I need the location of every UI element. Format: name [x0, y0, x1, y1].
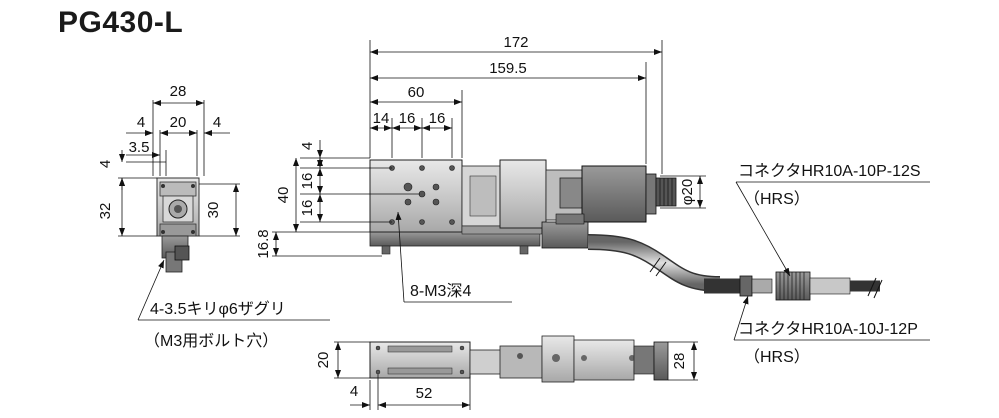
dim-bottom-28: 28	[671, 353, 688, 370]
dim-side-20: 20	[170, 114, 187, 131]
dim-total-length: 172	[503, 34, 528, 51]
dim-side-4-right: 4	[213, 114, 221, 131]
note-connector-bottom-maker: （HRS）	[744, 348, 810, 366]
dim-side-32: 32	[97, 203, 114, 220]
dim-bottom-20: 20	[315, 352, 332, 369]
dim-connector-diameter: φ20	[679, 179, 696, 205]
dim-length-159: 159.5	[489, 60, 527, 77]
front-view: 172 159.5 60 14 16 16 4 16 40 16 16.8 φ2…	[255, 34, 883, 301]
dim-pitch-a: 14	[373, 110, 390, 127]
side-view-body	[156, 177, 200, 273]
dim-side-30: 30	[205, 202, 222, 219]
note-mount-holes-usage: （M3用ボルト穴）	[144, 332, 278, 350]
dim-front-16-a: 16	[299, 173, 316, 190]
dim-front-40: 40	[275, 187, 292, 204]
dim-front-16-b: 16	[299, 200, 316, 217]
dim-side-4-left: 4	[137, 114, 145, 131]
note-tapped-holes: 8-M3深4	[410, 282, 471, 300]
dim-side-4-top: 4	[97, 160, 114, 168]
cable-connector-assembly	[704, 271, 883, 301]
note-connector-top: コネクタHR10A-10P-12S	[738, 162, 921, 180]
side-view: 28 4 20 4 3.5 4 32 30	[97, 83, 240, 273]
note-mount-holes: 4-3.5キリφ6ザグリ	[150, 300, 286, 318]
dim-front-16-8: 16.8	[255, 229, 272, 258]
dim-side-3-5: 3.5	[129, 139, 150, 156]
dim-front-4: 4	[299, 142, 316, 150]
note-connector-top-maker: （HRS）	[744, 190, 810, 208]
dim-bottom-52: 52	[416, 385, 433, 402]
drawing-title: PG430-L	[58, 6, 184, 39]
bottom-view: 20 4 52 28	[315, 335, 698, 410]
dim-pitch-c: 16	[429, 110, 446, 127]
callouts	[137, 181, 930, 341]
dim-pitch-b: 16	[399, 110, 416, 127]
dim-side-width: 28	[170, 83, 187, 100]
dim-bottom-4: 4	[350, 383, 358, 400]
front-connector	[655, 177, 677, 207]
dim-table-length: 60	[408, 84, 425, 101]
note-connector-bottom: コネクタHR10A-10J-12P	[738, 320, 918, 338]
